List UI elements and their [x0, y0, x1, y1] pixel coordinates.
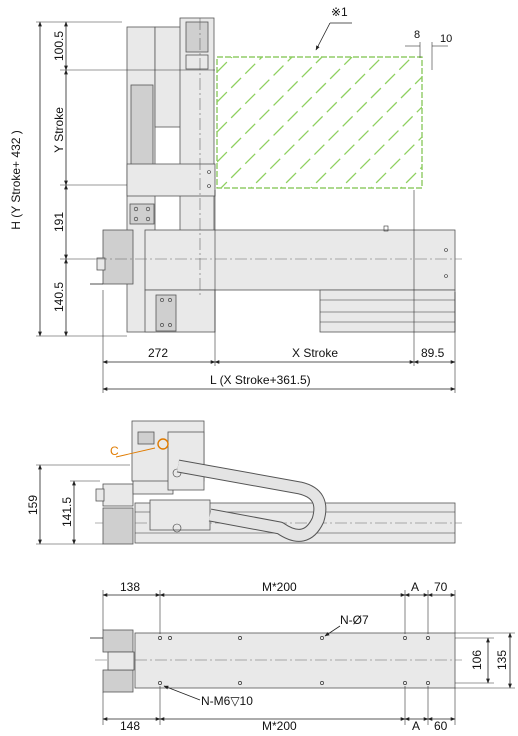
y-cross-beam — [126, 163, 216, 197]
m200-top: M*200 — [262, 580, 297, 594]
dim-191: 191 — [52, 212, 66, 232]
dim-140-5: 140.5 — [52, 282, 66, 312]
dim-70: 70 — [434, 580, 448, 594]
callout-c: C — [110, 444, 119, 458]
note-mark: ※1 — [331, 5, 348, 19]
dim-141-5: 141.5 — [60, 497, 74, 527]
a-bottom: A — [412, 719, 420, 733]
callout-c-marker — [157, 438, 169, 450]
dim-8: 8 — [414, 29, 420, 41]
l-label: L (X Stroke+361.5) — [210, 373, 311, 387]
m200-bottom: M*200 — [262, 719, 297, 733]
bottom-view: 138 M*200 A 70 N-Ø7 106 135 N-M6▽10 148 … — [90, 580, 515, 733]
a-top: A — [411, 580, 419, 594]
tap-callout: N-M6▽10 — [201, 694, 253, 708]
dim-100-5: 100.5 — [52, 31, 66, 61]
bottom-base-plate — [134, 632, 456, 689]
dim-106: 106 — [470, 650, 484, 670]
x-axis-body — [144, 229, 456, 291]
y-stroke-label: Y Stroke — [52, 107, 66, 153]
x-motor — [102, 229, 134, 285]
h-label: H (Y Stroke+ 432 ) — [9, 130, 23, 230]
dim-138: 138 — [120, 580, 140, 594]
dim-10: 10 — [440, 33, 452, 45]
dim-89-5: 89.5 — [421, 346, 445, 360]
x-carriage — [144, 289, 216, 333]
x-axis-lower-rail — [319, 289, 456, 333]
dim-135: 135 — [495, 650, 509, 670]
dim-148: 148 — [120, 719, 140, 733]
front-view: ※1 8 10 100.5 Y Stroke 191 140.5 H (Y St… — [9, 5, 462, 393]
dim-60: 60 — [434, 719, 448, 733]
dim-159: 159 — [26, 495, 40, 515]
side-view: C 159 141.5 — [26, 420, 462, 545]
side-motor — [102, 507, 134, 545]
dim-272: 272 — [148, 346, 168, 360]
hole-callout: N-Ø7 — [340, 613, 369, 627]
x-stroke-label: X Stroke — [292, 346, 338, 360]
